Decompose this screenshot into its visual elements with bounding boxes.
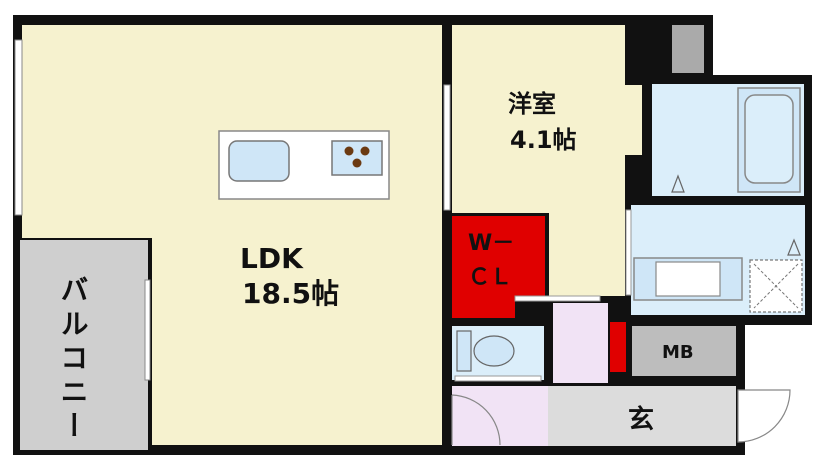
hallway xyxy=(553,303,608,383)
bathtub-inner xyxy=(744,94,794,184)
ldk-room-partition xyxy=(442,25,452,445)
wcl-line2: ＣＬ xyxy=(468,265,512,290)
closet-door xyxy=(514,295,601,302)
washroom-fixture-icon xyxy=(787,238,801,256)
mb-label: MB xyxy=(662,342,694,363)
entrance-label: 玄 xyxy=(628,404,654,435)
western-room-floor xyxy=(452,25,642,296)
hallway-lower xyxy=(452,386,548,446)
western-name: 洋室 xyxy=(508,90,556,118)
balcony-window xyxy=(144,279,151,381)
washing-machine-pan-diag xyxy=(753,263,799,309)
entrance-floor xyxy=(548,386,736,446)
balcony-area xyxy=(20,240,148,450)
vanity-basin xyxy=(655,261,721,297)
western-size: 4.1帖 xyxy=(510,126,577,154)
ldk-size: 18.5帖 xyxy=(242,277,339,310)
washroom-door xyxy=(625,209,632,296)
stove xyxy=(331,140,383,176)
bath-fixture-icon xyxy=(671,174,685,193)
walk-in-closet xyxy=(452,216,545,318)
ldk-name: LDK xyxy=(240,242,304,275)
duct xyxy=(672,25,704,73)
burner-icon xyxy=(344,146,354,156)
toilet-tank xyxy=(456,330,472,372)
balcony-label: バルコニー xyxy=(57,275,90,445)
toilet-door xyxy=(454,375,542,382)
mb-box xyxy=(632,326,736,376)
ldk-floor xyxy=(22,25,442,445)
wcl-line1: W－ xyxy=(468,231,514,256)
toilet-bowl-icon xyxy=(473,335,515,367)
sink xyxy=(228,140,290,182)
ldk-window xyxy=(14,39,23,216)
burner-icon xyxy=(352,158,362,168)
sliding-door xyxy=(443,84,451,211)
hall-accent xyxy=(610,322,626,372)
burner-icon xyxy=(360,146,370,156)
entrance-door-swing xyxy=(737,389,791,443)
door-swing xyxy=(451,394,501,446)
